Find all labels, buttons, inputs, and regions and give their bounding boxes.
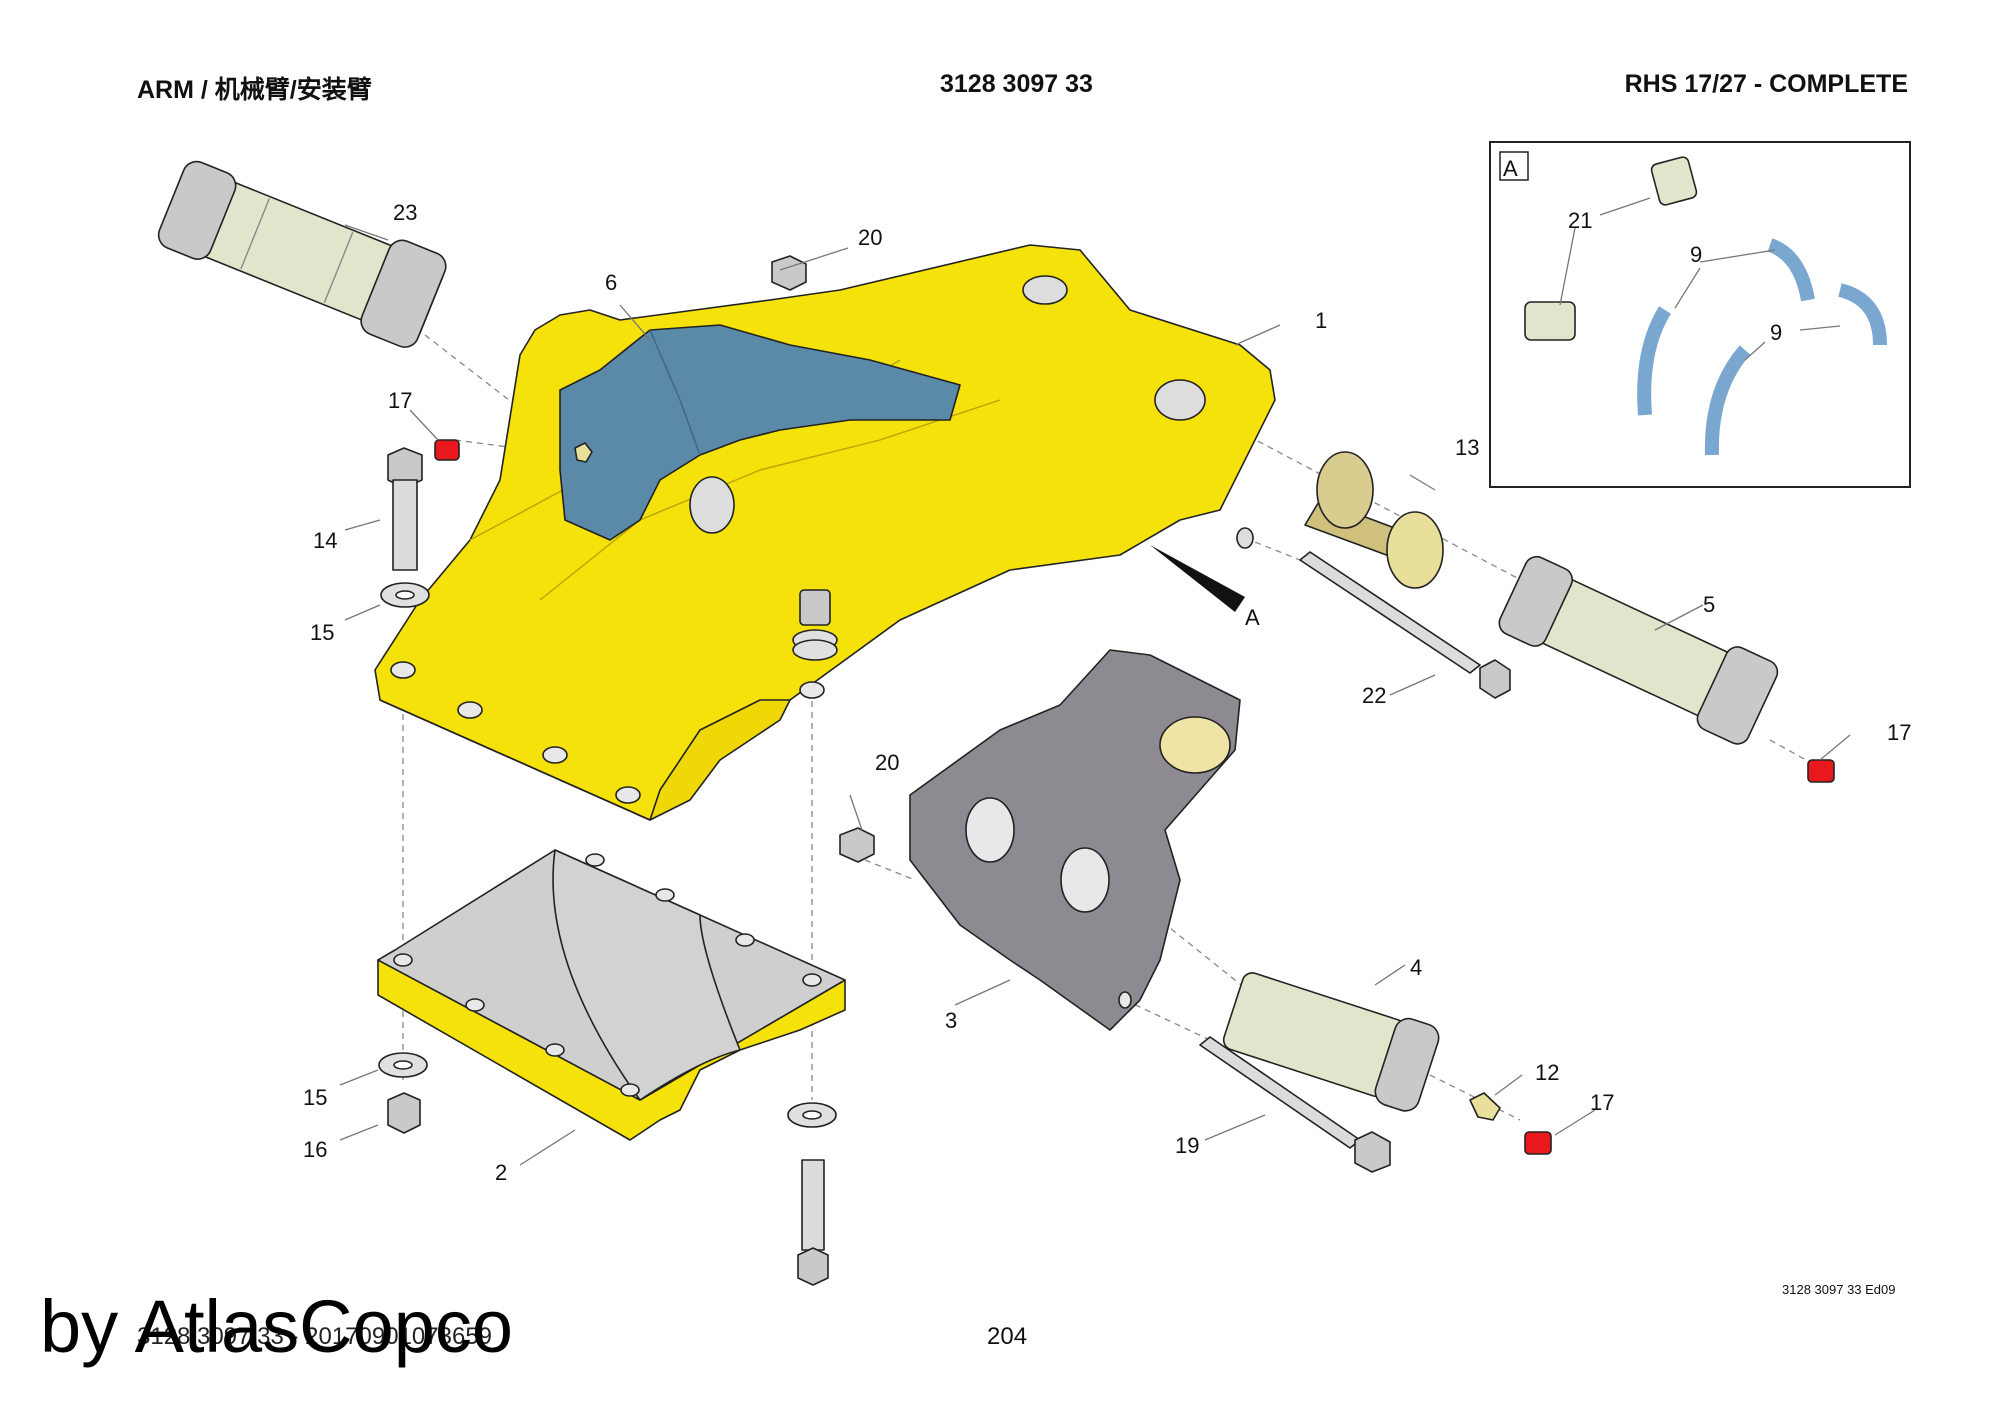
- lower-clamp-2: [377, 849, 846, 1141]
- washer-15-bottom: [378, 1052, 428, 1078]
- pin-23: [157, 160, 447, 348]
- callout-5: 5: [1703, 592, 1715, 617]
- bolt-22: [1299, 551, 1511, 699]
- callout-12: 12: [1535, 1060, 1559, 1085]
- bushing-13: [1304, 451, 1444, 589]
- callout-14: 14: [313, 528, 337, 553]
- bushing-21-top: [1650, 156, 1698, 206]
- washer-15-top: [380, 582, 430, 608]
- callout-leaders: [339, 197, 1851, 1166]
- grease-nipple-12: [1469, 1092, 1501, 1121]
- svg-text:A: A: [1245, 605, 1260, 630]
- right-washer-stack: [787, 639, 838, 1286]
- callout-20-top: 20: [858, 225, 882, 250]
- pin-5: [1498, 555, 1779, 745]
- grease-cap-17-bottom: [1524, 1131, 1552, 1155]
- header-title-left: ARM / 机械臂/安装臂: [137, 76, 372, 104]
- callout-21: 21: [1568, 208, 1592, 233]
- callout-17-right: 17: [1887, 720, 1911, 745]
- callout-20-mid: 20: [875, 750, 899, 775]
- callout-2: 2: [495, 1160, 507, 1185]
- grease-cap-17-top: [434, 439, 593, 463]
- callout-19: 19: [1175, 1133, 1199, 1158]
- callout-labels: 23 1 6 20 17 14 15 13 22 5 17 20 3 4 12 …: [303, 200, 1911, 1185]
- footer-document-code: 3128 3097 33 - 20170901073659: [137, 1323, 493, 1350]
- callout-15-bottom: 15: [303, 1085, 327, 1110]
- nut-20-mid: [839, 827, 875, 863]
- callout-1: 1: [1315, 308, 1327, 333]
- callout-9-top: 9: [1690, 242, 1702, 267]
- nut-20-top: [771, 255, 807, 291]
- header-part-number: 3128 3097 33: [940, 70, 1093, 98]
- callout-3: 3: [945, 1008, 957, 1033]
- bolt-14: [387, 447, 423, 571]
- blue-bracket-6: [559, 324, 961, 541]
- detail-view-title: A: [1503, 156, 1518, 181]
- detail-view-a: A: [1489, 141, 1911, 488]
- callout-9-bottom: 9: [1770, 320, 1782, 345]
- grease-cap-17-right: [1807, 759, 1835, 783]
- pin-4: [1222, 972, 1440, 1112]
- watermark-text: by AtlasCopco: [40, 1285, 514, 1368]
- callout-15-top: 15: [310, 620, 334, 645]
- callout-23: 23: [393, 200, 417, 225]
- callout-4: 4: [1410, 955, 1422, 980]
- header-title-right: RHS 17/27 - COMPLETE: [1624, 70, 1908, 98]
- view-arrow-a: A: [1150, 545, 1260, 630]
- callout-22: 22: [1362, 683, 1386, 708]
- arm-body-1: [374, 244, 1276, 821]
- bolt-19: [1199, 1036, 1391, 1173]
- grey-bracket-3: [909, 649, 1241, 1031]
- page-number: 204: [987, 1323, 1028, 1350]
- callout-17-top: 17: [388, 388, 412, 413]
- callout-17-bottom: 17: [1590, 1090, 1614, 1115]
- nut-16: [387, 1092, 421, 1134]
- callout-6: 6: [605, 270, 617, 295]
- edition-code: 3128 3097 33 Ed09: [1782, 1282, 1896, 1297]
- bushing-21-bottom: [1524, 301, 1576, 341]
- callout-13: 13: [1455, 435, 1479, 460]
- callout-16: 16: [303, 1137, 327, 1162]
